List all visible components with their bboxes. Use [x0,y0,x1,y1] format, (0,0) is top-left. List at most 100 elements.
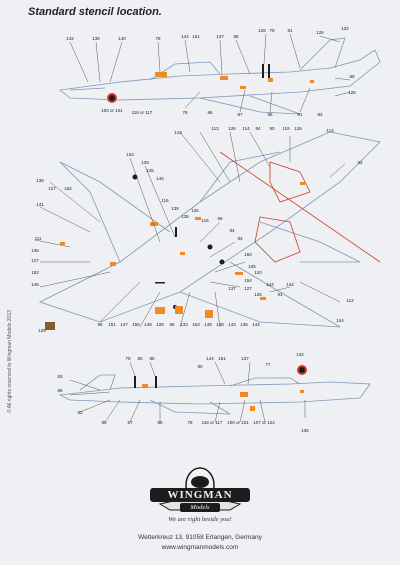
callout-number: 77 [265,362,271,367]
callout-number: 133 [180,322,188,327]
callout-number: 148 [204,322,212,327]
callout-number: 153 [126,152,134,157]
callout-number: 93 [237,236,243,241]
callout-number: 85 [233,34,239,39]
callout-number: 95 [101,420,107,425]
address: Wetterkreuz 13, 91058 Erlangen, Germany [138,534,262,541]
callout-number: 136 [301,428,309,433]
callout-number: 126 [258,28,266,33]
callout-number: 84 [255,126,261,131]
callout-number: 144 [336,318,344,323]
website-link[interactable]: www.wingmanmodels.com [161,544,239,551]
callout-number: 118 or 117 [132,110,153,115]
callout-number: 92 [77,410,83,415]
callout-number: 112 [346,298,354,303]
callout-number: 78 [155,36,161,41]
callout-number: 137 [241,356,249,361]
brand-name: WINGMAN [150,488,250,502]
callout-number: 127 [48,186,56,191]
callout-number: 78 [187,420,193,425]
callout-number: 120 [254,270,262,275]
callout-number: 107 or 122 [253,420,275,425]
callout-number: 79 [125,356,131,361]
callout-number: 129 [38,328,46,332]
callout-number: 146 [156,176,164,181]
callout-number: 90 [269,126,275,131]
callout-number: 96 [169,322,175,327]
callout-number: 87 [127,420,133,425]
callout-number: 151 [192,34,200,39]
callout-number: 144 [181,34,189,39]
callout-number: 128 [156,322,164,327]
tagline: We are right beside you! [168,516,232,523]
callout-number: 119 [282,126,290,131]
callout-number: 141 [36,202,44,207]
callout-number: 113 [326,128,334,133]
callout-number: 87 [237,112,243,117]
callout-number: 92 [357,160,363,165]
callout-number: 89 [349,74,355,79]
callout-number: 143 [228,322,236,327]
callout-number: 154 [244,278,252,283]
page-title: Standard stencil location. [28,6,162,18]
callout-number: 132 [341,26,349,31]
callout-number: 86 [57,388,63,393]
callout-number: 152 [31,270,39,275]
callout-number: 115 [201,218,209,223]
callout-number: 144 [252,322,260,327]
callout-number: 105 [248,264,256,269]
callout-number: 153 [192,322,200,327]
callout-number: 86 [157,420,163,425]
callout-number: 136 [92,36,100,41]
callout-number: 94 [229,228,235,233]
callout-number: 90 [197,364,203,369]
callout-number: 135 [181,214,189,219]
callout-number: 144 [266,282,274,287]
callout-number: 149 [144,322,152,327]
callout-number: 126 [316,30,324,35]
callout-number: 127 [244,286,252,291]
callout-number: 100 or 101 [101,108,123,113]
callout-number: 136 [240,322,248,327]
callout-number: 78 [182,110,188,115]
callout-number: 86 [207,110,213,115]
callout-number: 125 [348,90,356,95]
callout-number: 132 [296,352,304,357]
callout-number: 79 [269,28,275,33]
callout-number: 138 [171,206,179,211]
callout-number: 91 [297,112,303,117]
callout-number: 145 [146,168,154,173]
callout-number: 147 [120,322,128,327]
brand-sub: Models [180,503,220,512]
callout-number: 81 [287,28,293,33]
callout-number: 80 [137,356,143,361]
callout-number: 144 [206,356,214,361]
callout-number: 142 [66,36,74,41]
callout-number: 148 [216,322,224,327]
callout-number: 137 [216,34,224,39]
callout-number: 137 [228,286,236,291]
callout-number: 82 [317,112,323,117]
callout-number: 127 [31,258,39,263]
callout-number: 126 [191,208,199,213]
callout-number: 145 [31,282,39,287]
callout-number: 143 [174,130,182,135]
callout-number: 116 [161,198,169,203]
callout-number: 91 [277,292,283,297]
callout-number: 140 [118,36,126,41]
callout-number: 142 [286,282,294,287]
callout-number: 95 [267,112,273,117]
callout-number: 151 [218,356,226,361]
callout-number: 100 or 101 [227,420,249,425]
callout-number: 156 [132,322,140,327]
callout-number: 126 [228,126,236,131]
callout-number: 151 [108,322,116,327]
callout-number: 85 [149,356,155,361]
callout-number: 111 [35,236,42,241]
callout-number: 83 [57,374,63,379]
callout-number: 152 [64,186,72,191]
